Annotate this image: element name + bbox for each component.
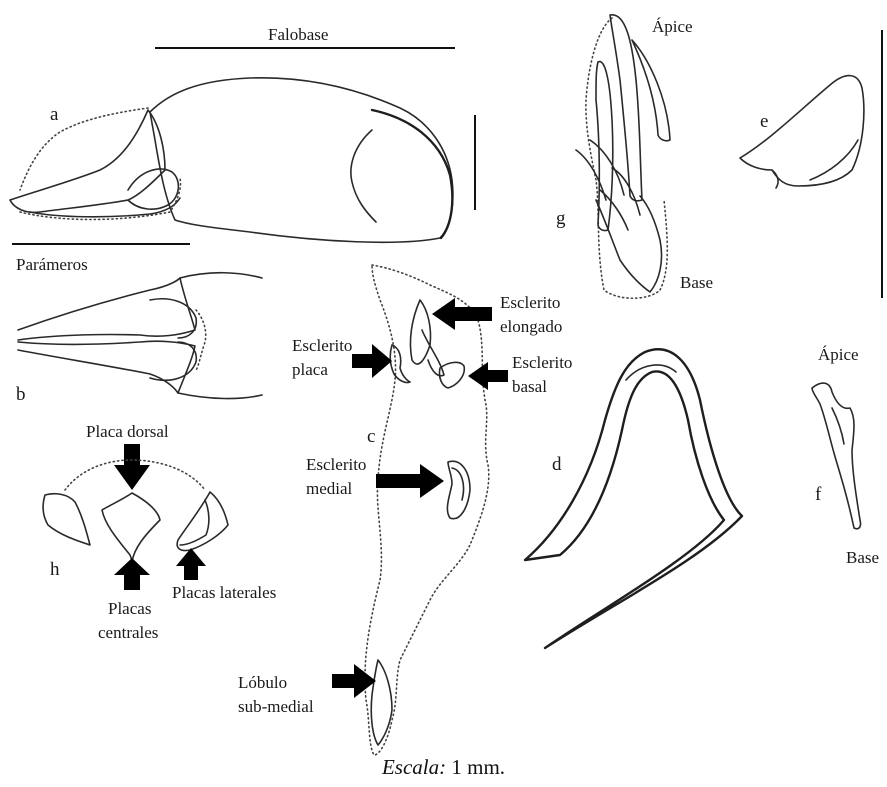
label-placa-dorsal: Placa dorsal xyxy=(86,422,169,441)
label-esclerito-basal-1: Esclerito xyxy=(512,353,572,372)
label-placas-centrales-2: centrales xyxy=(98,623,158,642)
placa-dorsal-central xyxy=(102,493,160,562)
letter-f: f xyxy=(815,484,822,505)
paramere-membrane xyxy=(196,310,206,370)
label-falobase: Falobase xyxy=(268,25,328,44)
letter-c: c xyxy=(367,426,375,447)
label-base-f: Base xyxy=(846,548,879,567)
label-esclerito-placa-2: placa xyxy=(292,360,328,379)
letter-b: b xyxy=(16,384,26,405)
scale-caption: Escala: 1 mm. xyxy=(0,755,887,780)
structure-e-outline xyxy=(740,76,864,186)
label-lobulo-2: sub-medial xyxy=(238,697,314,716)
esclerito-placa-shape xyxy=(390,345,410,383)
paramere-lobe xyxy=(128,169,178,209)
label-placas-centrales-1: Placas xyxy=(108,599,151,618)
figure-h: Placa dorsal h Placas centrales Placas l… xyxy=(43,422,276,642)
label-apice-f: Ápice xyxy=(818,345,859,364)
label-lobulo-1: Lóbulo xyxy=(238,673,287,692)
caption-value: 1 mm. xyxy=(451,755,505,779)
caption-label: Escala: xyxy=(382,755,446,779)
label-esclerito-medial-2: medial xyxy=(306,479,353,498)
paramere-upper xyxy=(18,278,195,340)
structure-g-claws xyxy=(576,140,640,230)
label-base-g: Base xyxy=(680,273,713,292)
figure-f: Ápice Base f xyxy=(812,345,879,567)
arrow-placas-laterales xyxy=(176,548,206,580)
letter-h: h xyxy=(50,559,60,580)
structure-f-outline xyxy=(812,383,861,529)
arrow-esclerito-basal xyxy=(468,362,508,390)
label-parameros: Parámeros xyxy=(16,255,88,274)
phallobase-dorsal-edge xyxy=(372,110,452,238)
esclerito-medial-shape xyxy=(447,461,470,518)
label-esclerito-medial-1: Esclerito xyxy=(306,455,366,474)
paramere-base xyxy=(178,273,262,399)
arrow-placa-dorsal xyxy=(114,444,150,490)
arrow-esclerito-placa xyxy=(352,344,392,378)
label-esclerito-placa-1: Esclerito xyxy=(292,336,352,355)
figure-c: c Esclerito elongado Esclerito placa Esc… xyxy=(238,265,572,755)
figure-g: Ápice Base g xyxy=(556,15,713,298)
placa-lateral-left xyxy=(43,494,90,545)
letter-g: g xyxy=(556,208,566,229)
arrow-esclerito-elongado xyxy=(432,298,492,330)
paramere-lower xyxy=(18,341,195,393)
arrow-placas-centrales xyxy=(114,558,150,590)
paramere-lower-lobe xyxy=(150,342,196,380)
structure-f-inner xyxy=(832,408,844,444)
figure-e: e xyxy=(740,30,882,298)
letter-d: d xyxy=(552,454,562,475)
structure-g-base xyxy=(596,196,662,292)
figure-b: Parámeros b xyxy=(12,244,262,405)
arrow-esclerito-medial xyxy=(376,464,444,498)
label-esclerito-basal-2: basal xyxy=(512,377,547,396)
phallobase-outline xyxy=(150,78,453,242)
figure-a: Falobase a xyxy=(10,25,455,242)
arrow-lobulo-sub-medial xyxy=(332,664,376,698)
figure-d: d xyxy=(525,349,742,648)
label-apice-g: Ápice xyxy=(652,17,693,36)
structure-e-inner xyxy=(772,140,858,188)
letter-a: a xyxy=(50,104,59,125)
sclerite-d-outer xyxy=(525,349,742,648)
label-placas-laterales: Placas laterales xyxy=(172,583,276,602)
placa-lateral-right xyxy=(177,492,228,551)
letter-e: e xyxy=(760,111,768,132)
structure-g-spine-1 xyxy=(610,15,642,201)
label-esclerito-elongado-1: Esclerito xyxy=(500,293,560,312)
placa-lateral-right-inner xyxy=(180,500,209,545)
label-esclerito-elongado-2: elongado xyxy=(500,317,562,336)
phallobase-internal-fold xyxy=(351,130,376,222)
